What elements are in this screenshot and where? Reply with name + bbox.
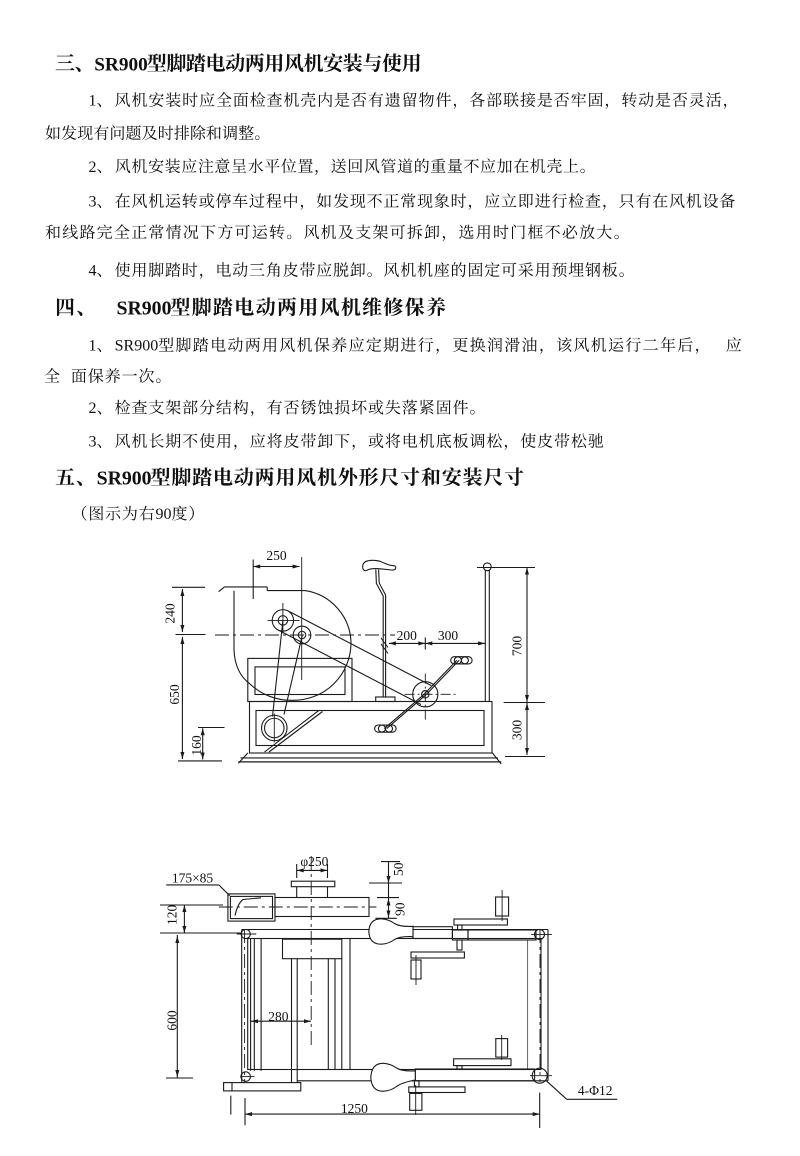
- svg-text:2: 2: [89, 159, 97, 176]
- svg-text:3: 3: [89, 434, 97, 451]
- svg-text:700: 700: [509, 636, 524, 657]
- svg-text:240: 240: [162, 603, 177, 624]
- svg-text:300: 300: [438, 628, 459, 643]
- svg-text:SR900: SR900: [97, 467, 152, 489]
- svg-text:160: 160: [189, 735, 204, 756]
- svg-text:50: 50: [391, 862, 406, 876]
- svg-text:250: 250: [266, 548, 287, 563]
- svg-text:4-Φ12: 4-Φ12: [578, 1083, 613, 1098]
- svg-text:1: 1: [89, 93, 97, 110]
- svg-text:650: 650: [167, 684, 182, 705]
- svg-text:90: 90: [156, 506, 172, 523]
- svg-text:175×85: 175×85: [172, 870, 214, 885]
- svg-text:90: 90: [392, 902, 407, 916]
- svg-text:300: 300: [509, 720, 524, 741]
- svg-text:SR900: SR900: [117, 297, 172, 319]
- svg-text:120: 120: [165, 904, 180, 925]
- svg-text:1250: 1250: [341, 1101, 368, 1116]
- svg-text:3: 3: [89, 194, 97, 211]
- svg-text:SR900: SR900: [115, 338, 159, 355]
- svg-text:600: 600: [164, 1010, 179, 1031]
- svg-text:4: 4: [89, 263, 97, 280]
- svg-text:φ250: φ250: [300, 854, 328, 869]
- svg-text:200: 200: [397, 628, 418, 643]
- svg-text:2: 2: [89, 400, 97, 417]
- svg-text:SR900: SR900: [94, 54, 148, 75]
- svg-text:280: 280: [268, 1009, 289, 1024]
- svg-text:1: 1: [89, 338, 97, 355]
